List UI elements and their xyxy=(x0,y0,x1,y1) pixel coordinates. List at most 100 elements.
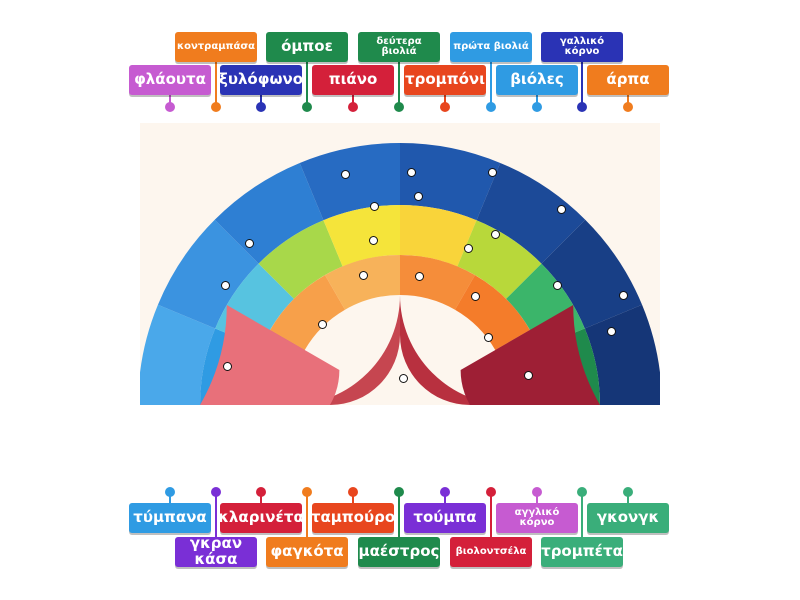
percussion-section xyxy=(214,162,324,264)
woodwind-section xyxy=(325,255,400,310)
draggable-label[interactable]: δεύτερα βιολιά xyxy=(358,32,440,62)
label-pin-line xyxy=(260,492,262,503)
drop-target[interactable] xyxy=(223,362,232,371)
label-pin-dot[interactable] xyxy=(302,487,312,497)
label-pin-dot[interactable] xyxy=(165,102,175,112)
draggable-label[interactable]: πρώτα βιολιά xyxy=(450,32,532,62)
orchestra-semicircle xyxy=(138,123,662,475)
drop-target[interactable] xyxy=(619,291,628,300)
drop-target[interactable] xyxy=(318,320,327,329)
label-pin-dot[interactable] xyxy=(532,487,542,497)
orchestra-seating-diagram xyxy=(138,123,662,475)
draggable-label[interactable]: όμποε xyxy=(266,32,348,62)
label-pin-dot[interactable] xyxy=(348,487,358,497)
draggable-label[interactable]: βιολοντσέλα xyxy=(450,537,532,567)
draggable-label[interactable]: τούμπα xyxy=(404,503,486,533)
drop-target[interactable] xyxy=(221,281,230,290)
label-pin-dot[interactable] xyxy=(165,487,175,497)
drop-target[interactable] xyxy=(341,170,350,179)
draggable-label[interactable]: τύμπανα xyxy=(129,503,211,533)
percussion-section xyxy=(541,219,643,329)
label-pin-dot[interactable] xyxy=(623,487,633,497)
label-pin-dot[interactable] xyxy=(348,102,358,112)
label-pin-dot[interactable] xyxy=(211,487,221,497)
strings-section xyxy=(400,295,510,405)
label-pin-dot[interactable] xyxy=(256,487,266,497)
draggable-label[interactable]: φλάουτα xyxy=(129,65,211,95)
label-pin-dot[interactable] xyxy=(440,102,450,112)
label-pin-line xyxy=(306,62,308,104)
strings-section xyxy=(460,305,600,405)
label-pin-line xyxy=(536,95,538,104)
label-pin-line xyxy=(352,95,354,104)
label-pin-line xyxy=(169,95,171,104)
label-pin-dot[interactable] xyxy=(486,487,496,497)
label-pin-line xyxy=(444,95,446,104)
draggable-label[interactable]: βιόλες xyxy=(496,65,578,95)
label-pin-dot[interactable] xyxy=(486,102,496,112)
percussion-section xyxy=(476,162,586,264)
drop-target[interactable] xyxy=(557,205,566,214)
percussion-section xyxy=(138,304,216,405)
drop-target[interactable] xyxy=(484,333,493,342)
label-pin-line xyxy=(398,62,400,104)
label-pin-dot[interactable] xyxy=(302,102,312,112)
draggable-label[interactable]: φαγκότα xyxy=(266,537,348,567)
label-pin-line xyxy=(215,62,217,104)
label-pin-dot[interactable] xyxy=(532,102,542,112)
woodwind-section xyxy=(270,275,345,350)
label-pin-line xyxy=(306,492,308,537)
label-pin-line xyxy=(444,492,446,503)
drop-target[interactable] xyxy=(607,327,616,336)
label-pin-dot[interactable] xyxy=(577,487,587,497)
winds-section xyxy=(258,220,343,299)
drop-target[interactable] xyxy=(370,202,379,211)
draggable-label[interactable]: ξυλόφωνο xyxy=(219,65,303,95)
drop-target[interactable] xyxy=(399,374,408,383)
label-pin-line xyxy=(352,492,354,503)
label-pin-dot[interactable] xyxy=(623,102,633,112)
label-pin-line xyxy=(490,62,492,104)
drop-target[interactable] xyxy=(414,192,423,201)
label-pin-dot[interactable] xyxy=(256,102,266,112)
drop-target[interactable] xyxy=(415,272,424,281)
percussion-section xyxy=(400,143,501,221)
drop-target[interactable] xyxy=(524,371,533,380)
label-pin-dot[interactable] xyxy=(440,487,450,497)
drop-target[interactable] xyxy=(407,168,416,177)
draggable-label[interactable]: κλαρινέτα xyxy=(218,503,304,533)
label-pin-line xyxy=(581,62,583,104)
drop-target[interactable] xyxy=(245,239,254,248)
drop-target[interactable] xyxy=(359,271,368,280)
label-pin-dot[interactable] xyxy=(577,102,587,112)
draggable-label[interactable]: τρομπέτα xyxy=(541,537,623,567)
draggable-label[interactable]: γαλλικό κόρνο xyxy=(541,32,623,62)
percussion-section xyxy=(299,143,400,221)
label-pin-line xyxy=(260,95,262,104)
label-pin-dot[interactable] xyxy=(211,102,221,112)
draggable-label[interactable]: κοντραμπάσα xyxy=(175,32,257,62)
draggable-label[interactable]: τρομπόνι xyxy=(404,65,486,95)
draggable-label[interactable]: γκραν κάσα xyxy=(175,535,257,567)
label-pin-line xyxy=(536,492,538,503)
label-pin-line xyxy=(627,492,629,503)
drop-target[interactable] xyxy=(464,244,473,253)
draggable-label[interactable]: γκονγκ xyxy=(587,503,669,533)
label-pin-dot[interactable] xyxy=(394,102,404,112)
winds-section xyxy=(400,205,477,267)
label-pin-line xyxy=(490,492,492,537)
drop-target[interactable] xyxy=(369,236,378,245)
winds-section xyxy=(457,220,542,299)
drop-target[interactable] xyxy=(491,230,500,239)
draggable-label[interactable]: άρπα xyxy=(587,65,669,95)
label-pin-dot[interactable] xyxy=(394,487,404,497)
percussion-section xyxy=(157,219,259,329)
draggable-label[interactable]: πιάνο xyxy=(312,65,394,95)
drop-target[interactable] xyxy=(471,292,480,301)
draggable-label[interactable]: ταμπούρο xyxy=(311,503,395,533)
drop-target[interactable] xyxy=(553,281,562,290)
draggable-label[interactable]: αγγλικό κόρνο xyxy=(496,503,578,533)
draggable-label[interactable]: μαέστρος xyxy=(358,537,440,567)
strings-section xyxy=(200,305,340,405)
drop-target[interactable] xyxy=(488,168,497,177)
